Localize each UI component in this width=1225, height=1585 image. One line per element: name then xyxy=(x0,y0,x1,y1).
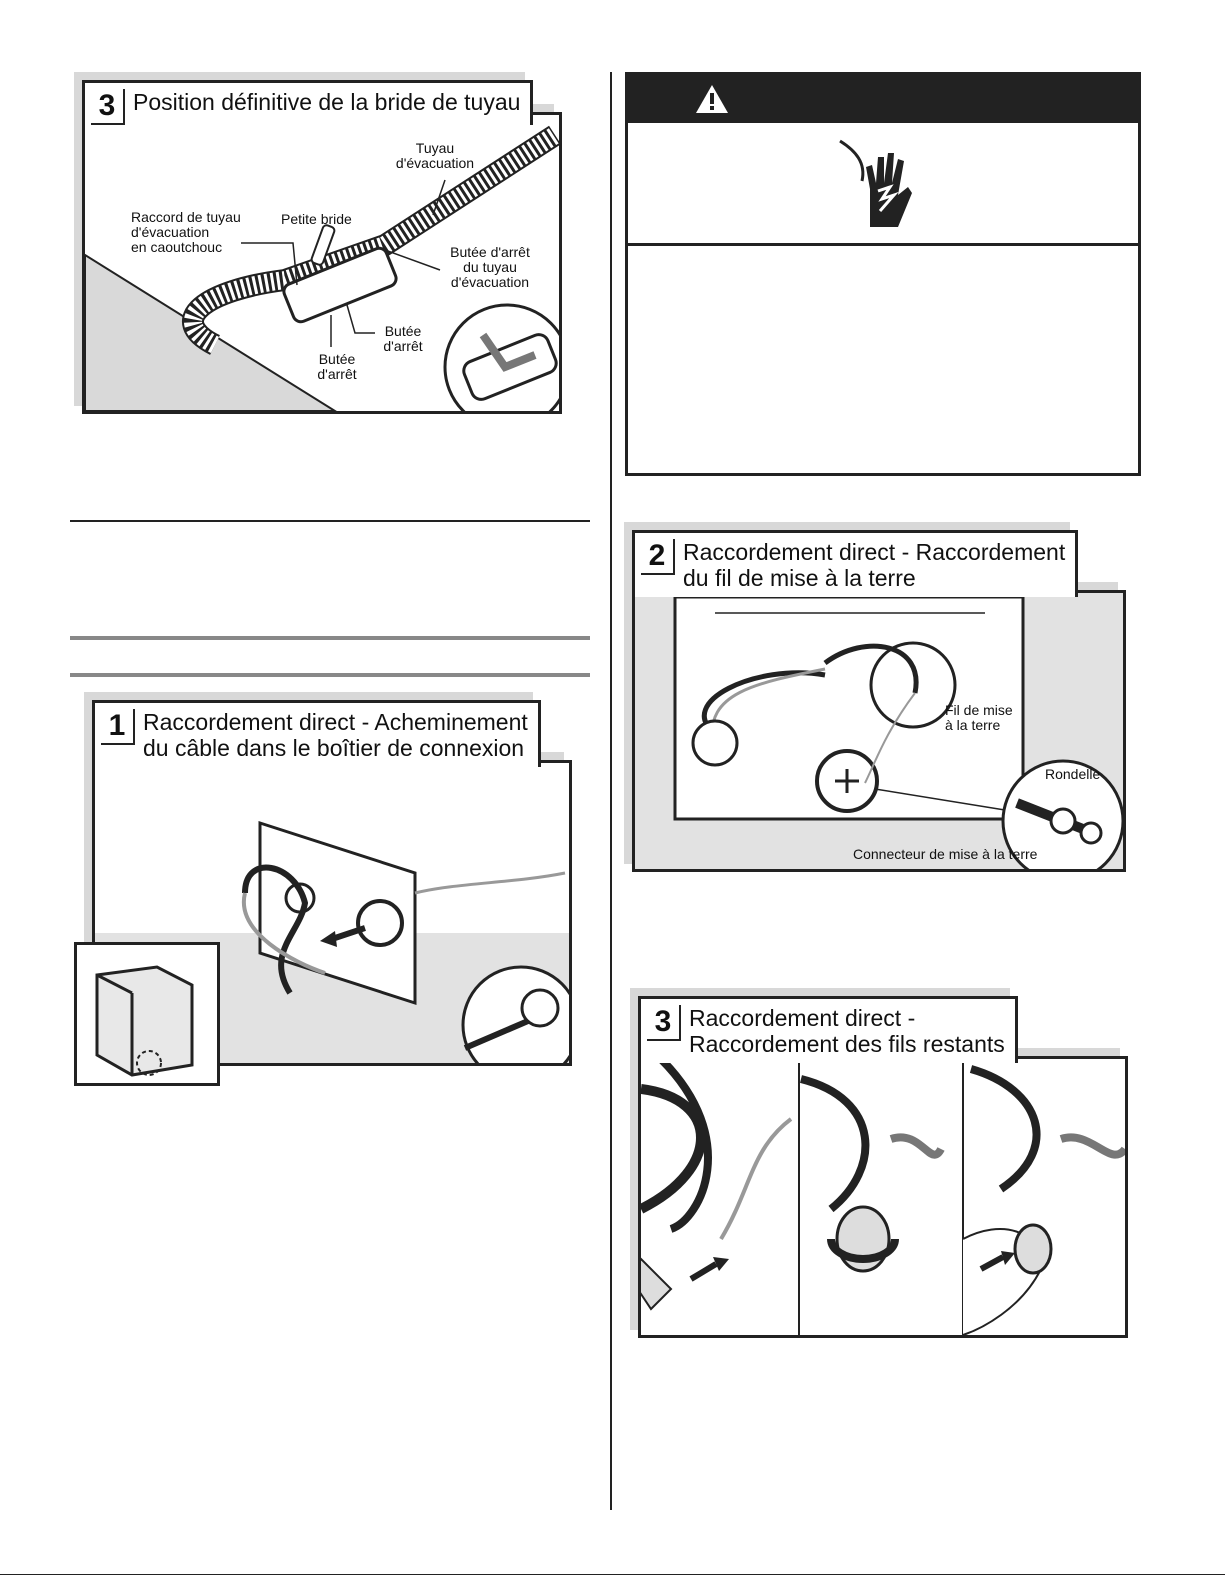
label-ground-wire: Fil de mise à la terre xyxy=(945,702,1013,733)
step-number: 3 xyxy=(91,89,125,125)
label-drain-hose: Tuyau d'évacuation xyxy=(395,140,475,171)
step-number: 2 xyxy=(641,539,675,575)
label-small-clamp: Petite bride xyxy=(281,211,352,227)
section-rule-gray xyxy=(70,636,590,640)
label-stop-left: Butée d'arrêt xyxy=(317,351,357,382)
step-number: 3 xyxy=(647,1005,681,1041)
figure-cable-routing-title: 1 Raccordement direct - Acheminement du … xyxy=(92,700,541,767)
dishwasher-icon xyxy=(95,965,194,1077)
ground-wire-illustration xyxy=(635,593,1123,869)
label-stop-right: Butée d'arrêt xyxy=(383,323,423,354)
warning-symbol-panel xyxy=(628,123,1138,246)
figure-title: Position définitive de la bride de tuyau xyxy=(133,89,521,115)
figure-hose-clamp: Tuyau d'évacuation Raccord de tuyau d'év… xyxy=(82,112,562,414)
figure-remaining-wires xyxy=(638,1056,1128,1338)
figure-remaining-wires-title: 3 Raccordement direct - Raccordement des… xyxy=(638,996,1018,1063)
figure-title-line1: Raccordement direct - Acheminement xyxy=(143,709,528,735)
figure-ground-wire-title: 2 Raccordement direct - Raccordement du … xyxy=(632,530,1079,597)
warning-box xyxy=(625,72,1141,476)
figure-ground-wire: Fil de mise à la terre Rondelle Connecte… xyxy=(632,590,1126,872)
warning-triangle-icon xyxy=(696,85,728,113)
label-washer: Rondelle xyxy=(1045,766,1101,782)
remaining-wires-illustration xyxy=(641,1059,1125,1335)
warning-header xyxy=(628,75,1138,123)
step-number: 1 xyxy=(101,709,135,745)
label-rubber-connector: Raccord de tuyau d'évacuation en caoutch… xyxy=(131,209,241,255)
figure-title-line2: Raccordement des fils restants xyxy=(689,1031,1005,1057)
column-divider xyxy=(610,72,612,1510)
hose-clamp-illustration xyxy=(85,125,559,411)
label-hose-stop: Butée d'arrêt du tuyau d'évacuation xyxy=(450,244,530,290)
dishwasher-location-inset xyxy=(74,942,220,1086)
figure-hose-clamp-title: 3 Position définitive de la bride de tuy… xyxy=(82,80,534,125)
section-rule-gray xyxy=(70,673,590,677)
figure-title-line1: Raccordement direct - Raccordement xyxy=(683,539,1066,565)
label-ground-connector: Connecteur de mise à la terre xyxy=(853,846,1038,862)
electric-shock-hand-icon xyxy=(839,139,912,227)
page-bottom-rule xyxy=(0,1574,1225,1575)
figure-title-line1: Raccordement direct - xyxy=(689,1005,916,1031)
figure-title-line2: du fil de mise à la terre xyxy=(683,565,916,591)
figure-title-line2: du câble dans le boîtier de connexion xyxy=(143,735,525,761)
section-rule xyxy=(70,520,590,522)
